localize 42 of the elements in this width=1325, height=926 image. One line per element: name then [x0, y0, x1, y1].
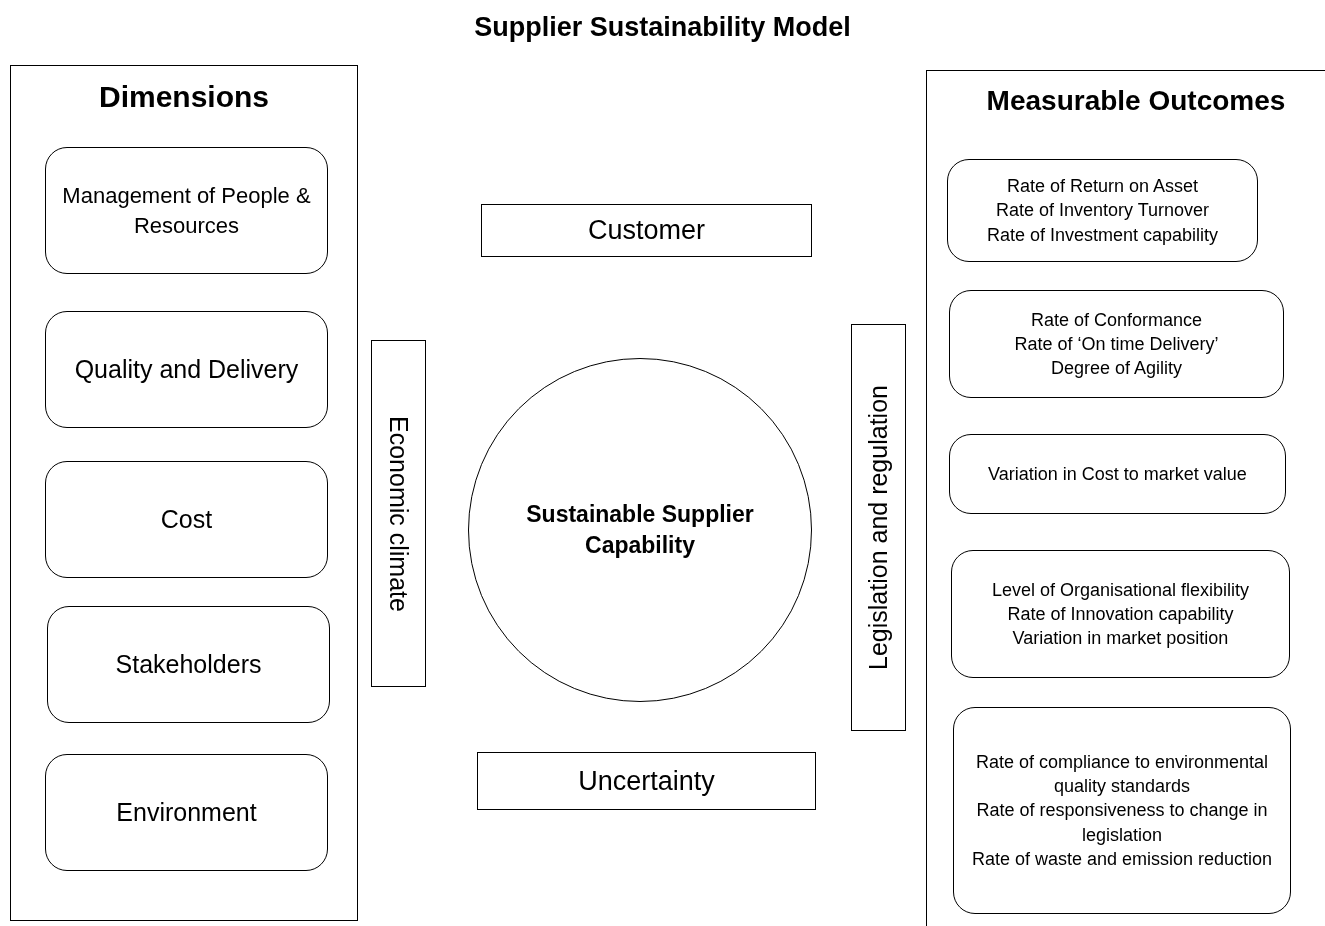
outcome-box: [949, 434, 1286, 514]
node-label: Uncertainty: [578, 764, 715, 798]
dimension-box: [45, 311, 328, 428]
outcome-box: [947, 159, 1258, 262]
diagram-title: Supplier Sustainability Model: [473, 12, 852, 43]
factor-box: [477, 752, 816, 810]
outcome-text: Rate of Innovation capability: [1007, 602, 1234, 626]
factor-box: [371, 340, 426, 687]
dimension-box: [45, 147, 328, 274]
node-label: Sustainable Supplier Capability: [525, 499, 755, 560]
outcome-box: [949, 290, 1284, 398]
factor-box: [481, 204, 812, 257]
group-panel: [926, 70, 1325, 926]
node-label: Environment: [116, 796, 257, 828]
outcome-box: [953, 707, 1291, 914]
node-label: Economic climate: [384, 415, 415, 612]
node-label: Quality and Delivery: [74, 353, 299, 385]
node-label: Stakeholders: [115, 648, 262, 680]
outcome-text: Variation in market position: [1012, 627, 1229, 651]
outcome-text: Rate of waste and emission reduction: [971, 847, 1273, 871]
outcome-text: Rate of Investment capability: [986, 223, 1219, 247]
outcome-text: Rate of ‘On time Delivery’: [1014, 332, 1219, 356]
node-label: Management of People & Resources: [61, 181, 312, 240]
outcome-text: Degree of Agility: [1050, 357, 1183, 381]
outcome-text: Rate of Conformance: [1030, 308, 1203, 332]
panel-heading: Dimensions: [98, 80, 269, 114]
outcome-text: Rate of responsiveness to change in legislation: [975, 799, 1269, 847]
node-label: Legislation and regulation: [862, 385, 893, 670]
outcome-text: Rate of Return on Asset: [1006, 175, 1199, 199]
outcome-text: Rate of compliance to environmental quality standards: [974, 750, 1270, 799]
outcome-box: [951, 550, 1290, 678]
dimension-box: [45, 754, 328, 871]
outcome-text: Variation in Cost to market value: [988, 462, 1247, 486]
node-label: Cost: [160, 503, 213, 535]
outcome-text: Rate of Inventory Turnover: [995, 199, 1210, 223]
outcome-text: Level of Organisational flexibility: [991, 578, 1250, 602]
panel-heading: Measurable Outcomes: [986, 85, 1286, 117]
node-label: Customer: [588, 214, 705, 248]
factor-box: [851, 324, 906, 731]
dimension-box: [47, 606, 330, 723]
dimension-box: [45, 461, 328, 578]
group-panel: [10, 65, 358, 921]
